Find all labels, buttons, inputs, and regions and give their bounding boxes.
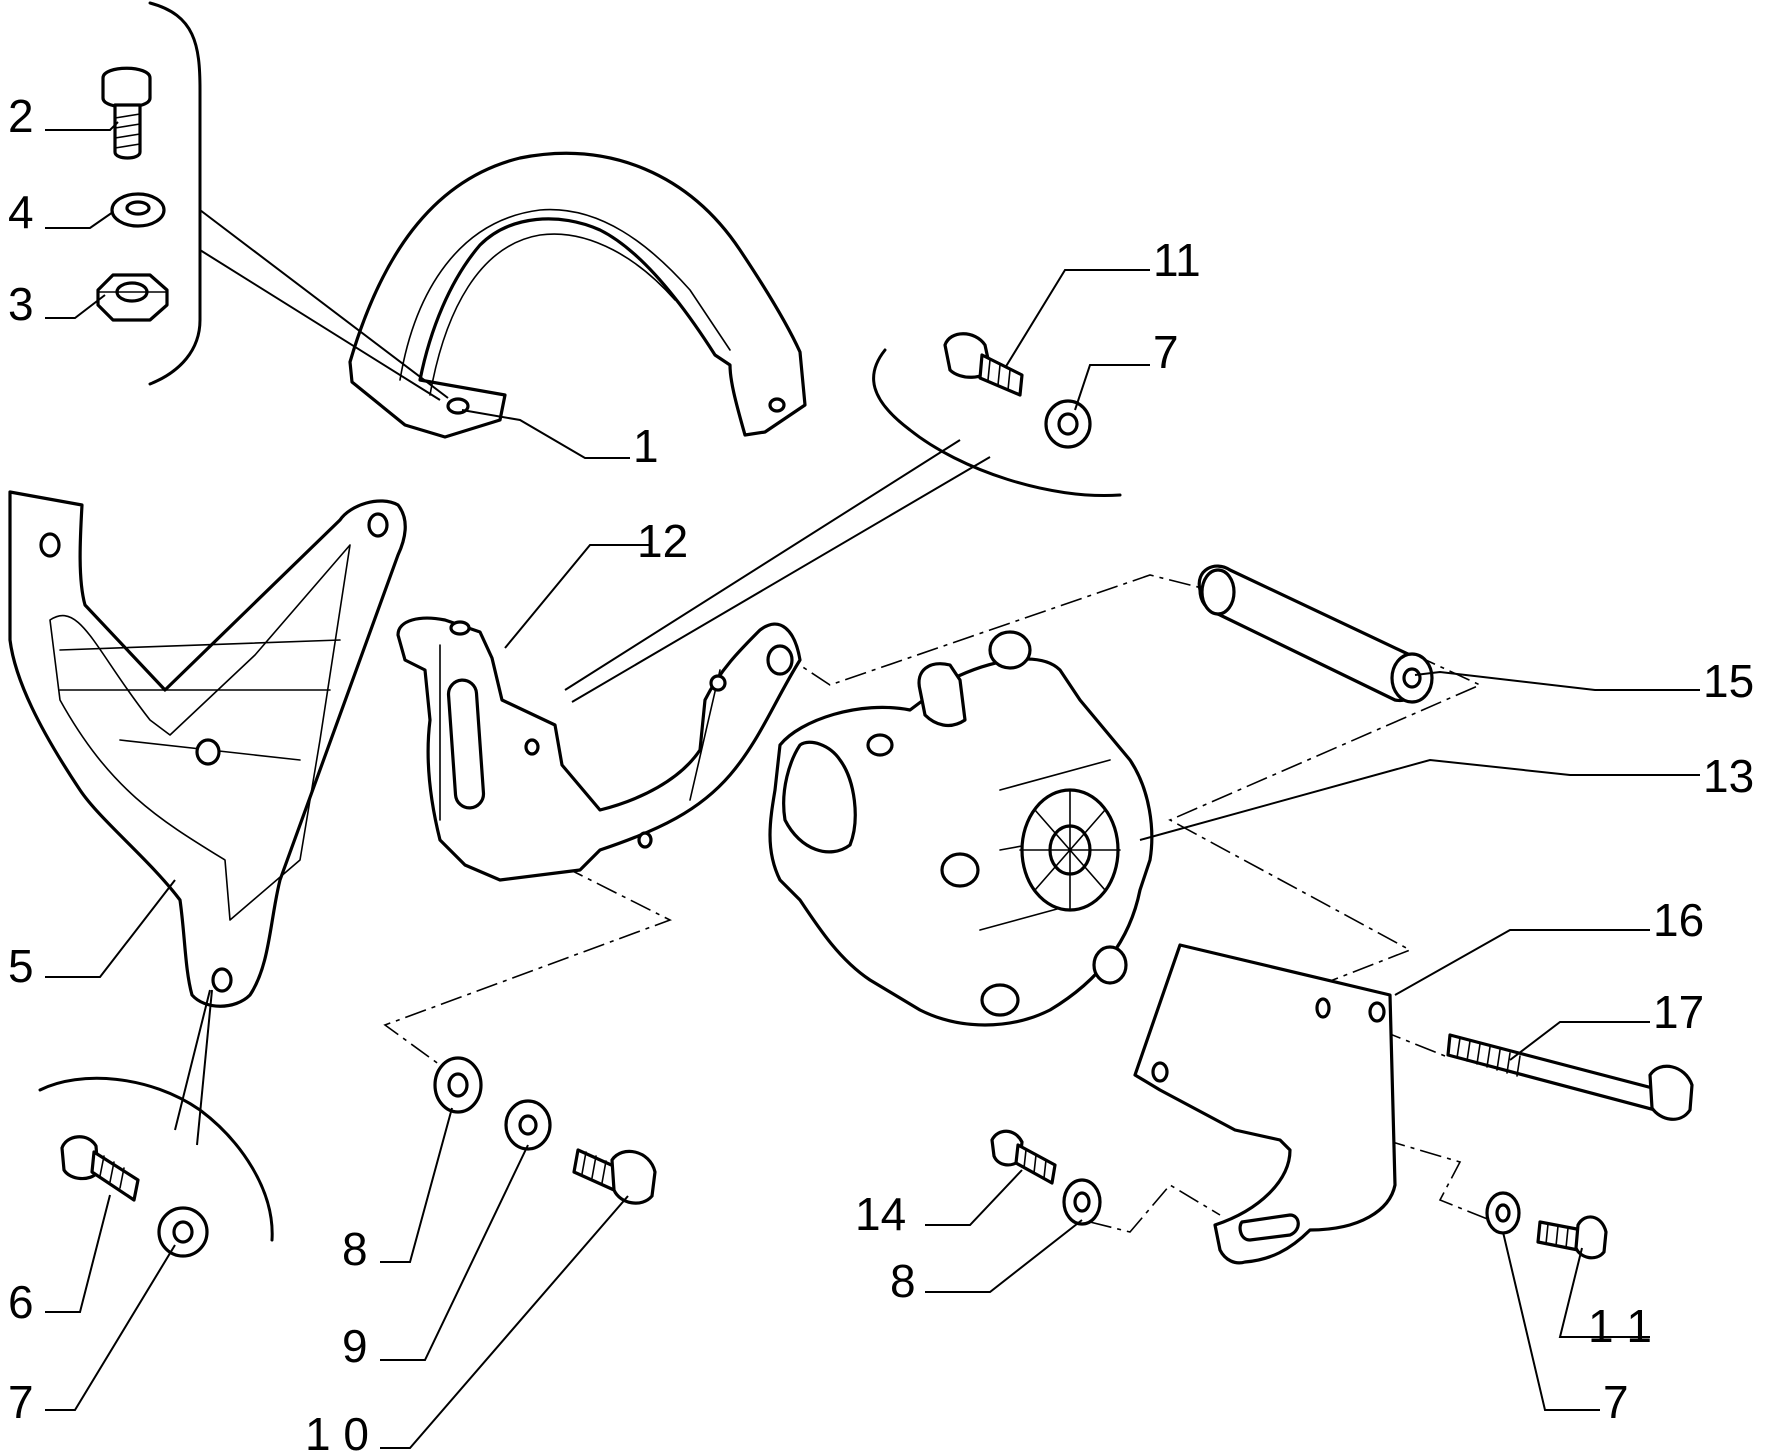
part-6-bolt: [60, 1135, 140, 1202]
leader-lines: [45, 121, 1700, 1449]
part-11-bolt-top: [943, 332, 1024, 397]
callout-13: 13: [1703, 750, 1754, 802]
callout-5: 5: [8, 940, 34, 992]
callout-16: 16: [1653, 894, 1704, 946]
callout-2: 2: [8, 90, 34, 142]
assembly-line-15: [779, 574, 1211, 686]
part-7-washer-bottom-left: [157, 1206, 209, 1258]
assembly-line-8-16: [1089, 1183, 1221, 1233]
part-9-split-washer: [504, 1099, 552, 1151]
callout-11-top: 11: [1153, 234, 1201, 286]
part-1-clamp: [348, 151, 807, 439]
part-8-washer-right: [1062, 1178, 1102, 1226]
callout-1: 1: [633, 420, 659, 472]
part-15-sleeve: [1197, 564, 1434, 704]
part-13-pump: [768, 630, 1154, 1027]
part-5-bracket: [8, 490, 407, 1008]
callout-8-left: 8: [342, 1223, 368, 1275]
callout-3: 3: [8, 278, 34, 330]
assembly-line-12-8: [383, 831, 673, 1066]
part-7-washer-top: [1044, 399, 1092, 449]
part-4-split-washer: [110, 192, 166, 228]
part-8-washer-left: [433, 1056, 483, 1114]
part-14-bolt: [990, 1129, 1057, 1185]
callout-labels: 2 4 3 1 11 7 12 15 13 16 17 5 6 7 8 9 1 …: [8, 90, 1754, 1453]
callout-9: 9: [342, 1320, 368, 1372]
callout-6: 6: [8, 1276, 34, 1328]
part-16-plate: [1133, 943, 1397, 1265]
callout-12: 12: [637, 515, 688, 567]
callout-7-bottom-left: 7: [8, 1376, 34, 1428]
part-3-hex-nut: [96, 273, 169, 322]
callout-11-bottom: 1 1: [1588, 1300, 1652, 1352]
assembly-line-15-13: [1168, 654, 1482, 986]
part-11-bolt-bottom: [1536, 1215, 1608, 1260]
part-17-long-bolt: [1446, 1033, 1694, 1121]
group-bracket-top-left: [148, 1, 202, 386]
callout-17: 17: [1653, 986, 1704, 1038]
callout-14: 14: [855, 1188, 906, 1240]
callout-8-right: 8: [890, 1255, 916, 1307]
callout-4: 4: [8, 186, 34, 238]
group-bracket-top-right: [872, 348, 1122, 498]
callout-7-bottom-right: 7: [1603, 1376, 1629, 1428]
callout-7-top: 7: [1153, 326, 1179, 378]
part-2-bolt: [101, 66, 152, 160]
callout-15: 15: [1703, 655, 1754, 707]
part-7-washer-bottom-right: [1485, 1191, 1521, 1235]
callout-10: 1 0: [305, 1408, 369, 1453]
part-10-bolt: [572, 1148, 657, 1205]
part-12-bracket: [396, 616, 802, 882]
